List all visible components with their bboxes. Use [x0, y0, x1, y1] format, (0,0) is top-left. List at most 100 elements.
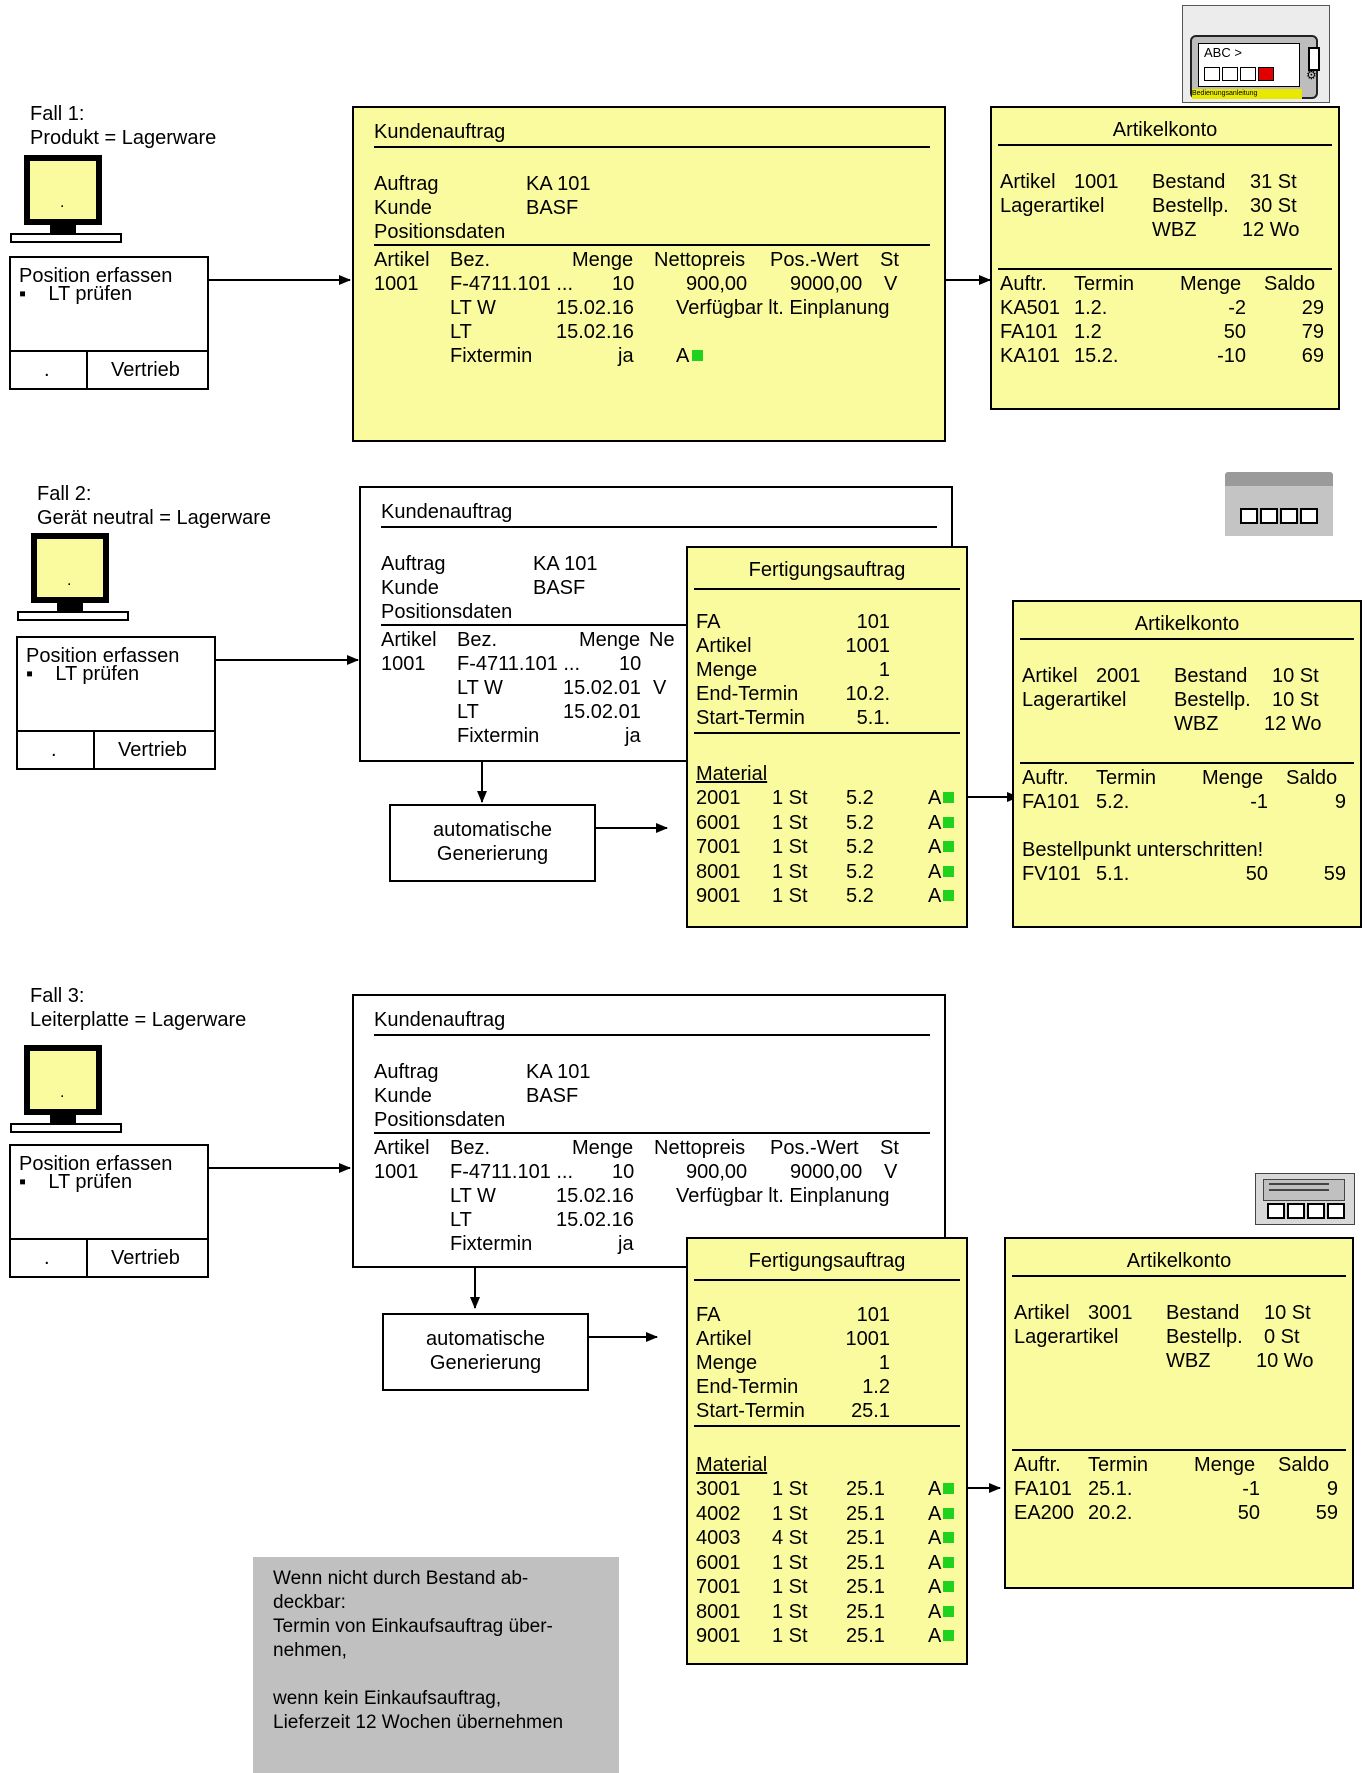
material-nr: 8001: [696, 860, 741, 884]
col-nettopreis-cut: Ne: [649, 628, 675, 652]
fixtermin-label: Fixtermin: [450, 1232, 532, 1256]
fa-value: 101: [838, 610, 890, 634]
auftrag-label: Auftrag: [374, 172, 438, 196]
artikel-label: Artikel: [1000, 170, 1056, 194]
material-qty: 1 St: [772, 1624, 808, 1648]
menge-value: 1: [838, 658, 890, 682]
case1-entry-panel: Position erfassen ▪ LT prüfen . Vertrieb: [9, 256, 209, 390]
vertrieb-button[interactable]: Vertrieb: [111, 358, 180, 382]
verfuegbar-text: Verfügbar lt. Einplanung: [676, 1184, 890, 1208]
ltw-date: 15.02.01: [563, 676, 641, 700]
fa-label: FA: [696, 610, 720, 634]
menge-label: Menge: [696, 1351, 757, 1375]
vertrieb-button[interactable]: Vertrieb: [118, 738, 187, 762]
case1-kundenauftrag: Kundenauftrag Auftrag KA 101 Kunde BASF …: [352, 106, 946, 442]
col-menge: Menge: [572, 1136, 633, 1160]
device-manual-icon: ABC > ⚙ Bedienungsanleitung: [1180, 5, 1330, 105]
wbz-label: WBZ: [1174, 712, 1218, 736]
konto-row-auftr: FA101: [1022, 790, 1080, 814]
manual-label: Bedienungsanleitung: [1192, 89, 1302, 99]
material-qty: 1 St: [772, 1600, 808, 1624]
case1-heading: Fall 1:: [30, 102, 84, 126]
lt-date: 15.02.16: [556, 1208, 634, 1232]
fixtermin-value: ja: [618, 1232, 634, 1256]
material-status: A: [928, 811, 941, 835]
artikel-label: Artikel: [1022, 664, 1078, 688]
kunde-label: Kunde: [374, 1084, 432, 1108]
artikelkonto-title: Artikelkonto: [1014, 612, 1360, 636]
positionsdaten-label: Positionsdaten: [374, 220, 505, 244]
material-date: 25.1: [846, 1624, 885, 1648]
col-saldo: Saldo: [1286, 766, 1337, 790]
konto-row-menge: 50: [1180, 320, 1246, 344]
position-menge: 10: [612, 1160, 634, 1184]
bestellp-label: Bestellp.: [1174, 688, 1251, 712]
case3-artikelkonto: Artikelkonto Artikel 3001 Lagerartikel B…: [1004, 1237, 1354, 1589]
lt-label: LT: [457, 700, 479, 724]
konto-row-termin: 20.2.: [1088, 1501, 1132, 1525]
konto-row-auftr: FA101: [1000, 320, 1058, 344]
col-termin: Termin: [1088, 1453, 1148, 1477]
material-status: A: [928, 786, 941, 810]
artikelkonto-title: Artikelkonto: [1006, 1249, 1352, 1273]
konto-row-auftr: KA501: [1000, 296, 1060, 320]
lt-date: 15.02.16: [556, 320, 634, 344]
konto-row-termin: 5.1.: [1096, 862, 1129, 886]
konto-row-auftr: EA200: [1014, 1501, 1074, 1525]
case2-subheading: Gerät neutral = Lagerware: [37, 506, 271, 530]
auftrag-label: Auftrag: [374, 1060, 438, 1084]
kunde-value: BASF: [526, 196, 578, 220]
material-status: A: [928, 1526, 941, 1550]
case3-kundenauftrag: Kundenauftrag Auftrag KA 101 Kunde BASF …: [352, 994, 946, 1268]
material-date: 25.1: [846, 1575, 885, 1599]
start-termin-label: Start-Termin: [696, 1399, 805, 1423]
material-nr: 4002: [696, 1502, 741, 1526]
col-st: St: [880, 248, 899, 272]
material-nr: 7001: [696, 1575, 741, 1599]
auftrag-value: KA 101: [526, 1060, 591, 1084]
panel-button-left[interactable]: .: [44, 1246, 50, 1270]
status-green-icon: [692, 350, 703, 361]
status-green-icon: [943, 817, 954, 828]
material-qty: 1 St: [772, 786, 808, 810]
lt-date: 15.02.01: [563, 700, 641, 724]
position-bez: F-4711.101 ...: [450, 1160, 573, 1184]
panel-button-left[interactable]: .: [51, 738, 57, 762]
auftrag-value: KA 101: [533, 552, 598, 576]
auftrag-value: KA 101: [526, 172, 591, 196]
col-artikel: Artikel: [374, 1136, 430, 1160]
bestand-value: 31 St: [1250, 170, 1297, 194]
konto-row-saldo: 69: [1264, 344, 1324, 368]
material-nr: 7001: [696, 835, 741, 859]
case3-generierung-box: automatische Generierung: [382, 1313, 589, 1391]
note-line: nehmen,: [273, 1639, 347, 1663]
material-status: A: [928, 1477, 941, 1501]
panel-button-left[interactable]: .: [44, 358, 50, 382]
material-label: Material: [696, 762, 767, 786]
material-qty: 4 St: [772, 1526, 808, 1550]
konto-row-termin: 5.2.: [1096, 790, 1129, 814]
panel-line2: ▪ LT prüfen: [26, 662, 139, 686]
konto-row-termin: 25.1.: [1088, 1477, 1132, 1501]
kunde-label: Kunde: [374, 196, 432, 220]
col-poswert: Pos.-Wert: [770, 248, 859, 272]
col-bez: Bez.: [450, 248, 490, 272]
case2-heading: Fall 2:: [37, 482, 91, 506]
end-termin-label: End-Termin: [696, 682, 798, 706]
vertrieb-button[interactable]: Vertrieb: [111, 1246, 180, 1270]
panel-line2: ▪ LT prüfen: [19, 1170, 132, 1194]
material-date: 5.2: [846, 835, 874, 859]
ltw-label: LT W: [450, 1184, 496, 1208]
material-nr: 2001: [696, 786, 741, 810]
material-date: 25.1: [846, 1526, 885, 1550]
konto-row-menge: -2: [1180, 296, 1246, 320]
end-termin-value: 1.2: [838, 1375, 890, 1399]
monitor-icon: .: [17, 533, 127, 623]
material-date: 5.2: [846, 884, 874, 908]
position-poswert: 9000,00: [790, 272, 862, 296]
material-date: 25.1: [846, 1551, 885, 1575]
lt-label: LT: [450, 1208, 472, 1232]
ltw-date: 15.02.16: [556, 296, 634, 320]
artikel-label: Artikel: [696, 634, 752, 658]
position-artikel: 1001: [374, 272, 419, 296]
